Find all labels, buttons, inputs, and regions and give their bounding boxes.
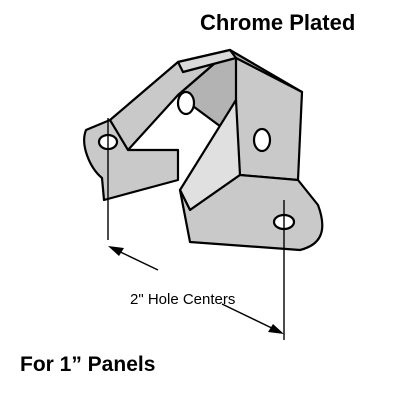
arrowhead-left	[108, 246, 124, 256]
dimension-arrow	[108, 246, 284, 334]
bracket-right-wall	[228, 56, 304, 182]
bracket-illustration	[83, 48, 324, 252]
bracket-right-flange	[178, 173, 324, 252]
hole-centerlines	[107, 118, 285, 340]
hole-right-wall	[252, 127, 272, 153]
dimension-line-right	[221, 303, 281, 333]
arrowhead-right	[268, 324, 284, 334]
panel-size-caption: For 1” Panels	[20, 353, 155, 376]
dimension-label: 2" Hole Centers	[130, 291, 235, 308]
hole-left-wall	[176, 90, 196, 116]
finish-title: Chrome Plated	[200, 10, 355, 35]
